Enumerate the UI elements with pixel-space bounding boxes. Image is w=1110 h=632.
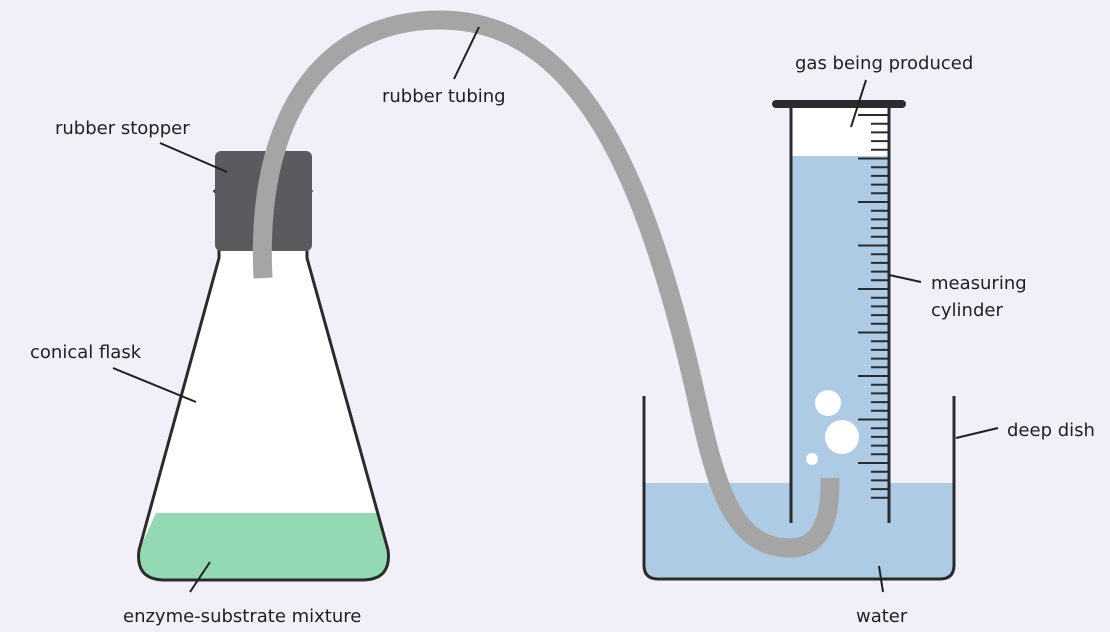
label-deep-dish: deep dish — [1007, 420, 1095, 441]
flask-body — [138, 190, 389, 580]
gas-bubble — [806, 453, 818, 465]
leader-measuring-cylinder — [888, 274, 922, 283]
dish-outline — [642, 396, 956, 581]
leader-water — [878, 565, 884, 593]
flask-mixture — [138, 513, 389, 580]
leader-deep-dish — [955, 427, 999, 439]
label-rubber-tubing: rubber tubing — [382, 86, 506, 107]
gas-bubble — [815, 390, 841, 416]
label-water: water — [856, 606, 908, 627]
label-enzyme-substrate-mixture: enzyme-substrate mixture — [123, 606, 361, 627]
gas-bubble — [825, 420, 859, 454]
flask-outline — [137, 189, 390, 582]
rubber-tubing — [252, 10, 840, 558]
label-measuring-cylinder-line2: cylinder — [931, 300, 1003, 321]
cylinder-gas-space — [791, 106, 889, 156]
cylinder-scale-ticks — [858, 114, 889, 499]
leader-lines — [112, 26, 999, 593]
label-rubber-stopper: rubber stopper — [55, 118, 190, 139]
leader-conical-flask — [112, 367, 197, 403]
label-measuring-cylinder-line1: measuring — [931, 273, 1027, 294]
leader-gas — [850, 79, 867, 128]
label-conical-flask: conical flask — [30, 342, 142, 363]
leader-mixture — [189, 561, 211, 593]
leader-rubber-tubing — [453, 26, 480, 80]
measuring-cylinder — [772, 100, 906, 523]
label-gas-being-produced: gas being produced — [795, 53, 973, 74]
leader-rubber-stopper — [159, 142, 228, 173]
